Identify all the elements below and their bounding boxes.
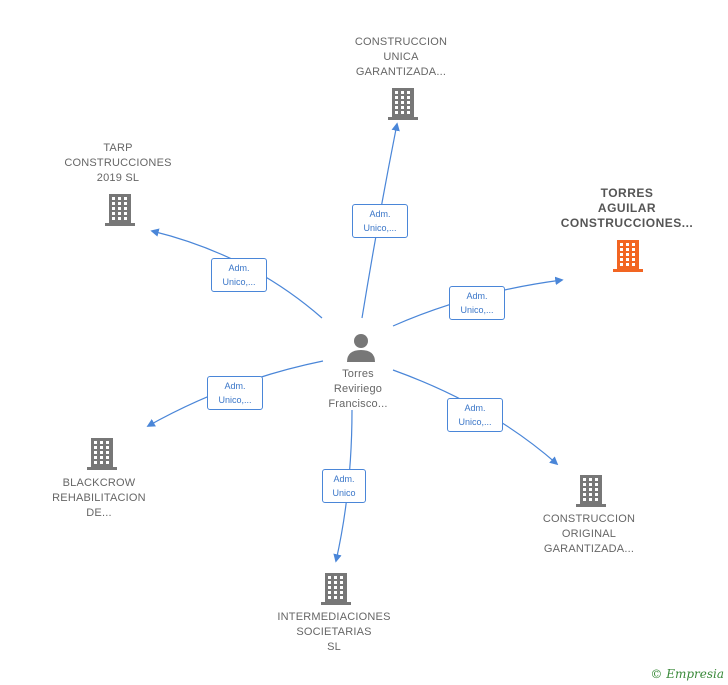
node-label-torres-aguilar[interactable]: TORRES AGUILAR CONSTRUCCIONES... bbox=[560, 186, 694, 230]
node-label-tarp[interactable]: TARP CONSTRUCCIONES 2019 SL bbox=[64, 142, 172, 184]
building-icon[interactable] bbox=[388, 86, 418, 120]
building-icon[interactable] bbox=[576, 473, 606, 507]
building-icon[interactable] bbox=[105, 192, 135, 226]
brand-watermark: © Empresia bbox=[650, 667, 724, 681]
brand-name: Empresia bbox=[666, 667, 724, 681]
edge-label-tarp[interactable]: Adm. Unico,... bbox=[211, 258, 267, 292]
building-icon[interactable] bbox=[87, 436, 117, 470]
edge-label-construccion-unica[interactable]: Adm. Unico,... bbox=[352, 204, 408, 238]
edge-label-construccion-original[interactable]: Adm. Unico,... bbox=[447, 398, 503, 432]
copyright-icon: © bbox=[650, 667, 663, 681]
edge-label-torres-aguilar[interactable]: Adm. Unico,... bbox=[449, 286, 505, 320]
building-icon-highlight[interactable] bbox=[613, 238, 643, 272]
edge-label-blackcrow[interactable]: Adm. Unico,... bbox=[207, 376, 263, 410]
node-label-blackcrow[interactable]: BLACKCROW REHABILITACION DE... bbox=[52, 477, 146, 519]
node-label-construccion-unica[interactable]: CONSTRUCCION UNICA GARANTIZADA... bbox=[354, 36, 448, 78]
node-label-construccion-original[interactable]: CONSTRUCCION ORIGINAL GARANTIZADA... bbox=[542, 513, 636, 555]
building-icon[interactable] bbox=[321, 571, 351, 605]
node-label-intermediaciones[interactable]: INTERMEDIACIONES SOCIETARIAS SL bbox=[277, 611, 391, 653]
center-person-label[interactable]: Torres Reviriego Francisco... bbox=[328, 368, 388, 410]
edge-label-intermediaciones[interactable]: Adm. Unico bbox=[322, 469, 366, 503]
person-icon bbox=[347, 334, 375, 362]
